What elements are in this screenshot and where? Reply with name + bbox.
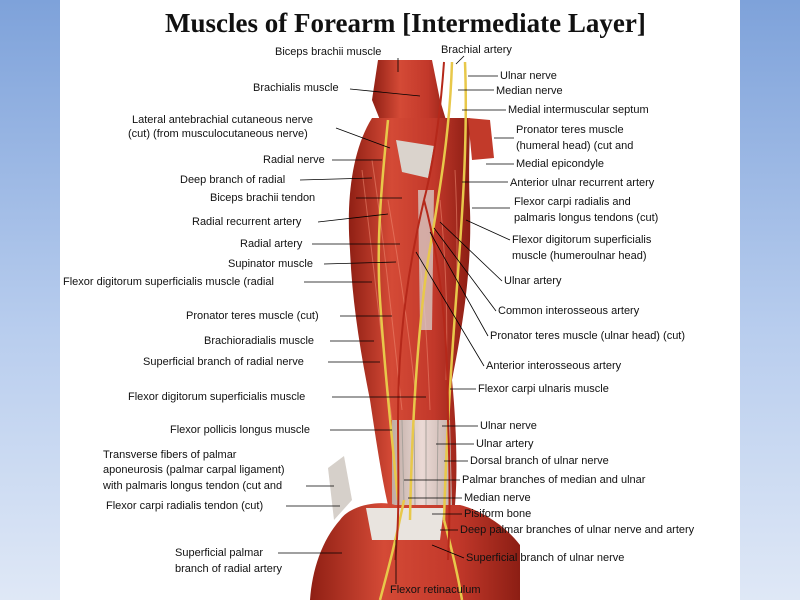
- label-fds-radial: Flexor digitorum superficialis muscle (r…: [63, 276, 274, 288]
- label-fcr-pl-tendons-line2: palmaris longus tendons (cut): [514, 212, 659, 224]
- label-superficial-branch-ulnar: Superficial branch of ulnar nerve: [466, 552, 625, 564]
- label-brachial-artery: Brachial artery: [441, 44, 512, 56]
- elbow-tendon: [396, 140, 434, 178]
- label-biceps-brachii-muscle: Biceps brachii muscle: [275, 46, 382, 58]
- label-transverse-fibers-line3: with palmaris longus tendon (cut and: [103, 480, 283, 492]
- wrist-tendons: [392, 420, 452, 505]
- label-ulnar-artery-mid: Ulnar artery: [504, 275, 562, 287]
- label-transverse-fibers-line2: aponeurosis (palmar carpal ligament): [103, 464, 285, 476]
- palmar-carpal-ligament: [328, 456, 352, 520]
- label-brachialis-muscle: Brachialis muscle: [253, 82, 339, 94]
- label-radial-nerve: Radial nerve: [263, 154, 325, 166]
- label-fds-humeroulnar-line2: muscle (humeroulnar head): [512, 250, 647, 262]
- label-pronator-teres-ulnar: Pronator teres muscle (ulnar head) (cut): [490, 330, 686, 342]
- label-medial-intermuscular-septum: Medial intermuscular septum: [508, 104, 649, 116]
- label-median-nerve-top: Median nerve: [496, 85, 563, 97]
- label-common-interosseous: Common interosseous artery: [498, 305, 640, 317]
- label-deep-palmar-branches: Deep palmar branches of ulnar nerve and …: [460, 524, 695, 536]
- label-radial-recurrent-artery: Radial recurrent artery: [192, 216, 302, 228]
- nerves: [377, 61, 468, 600]
- label-brachioradialis: Brachioradialis muscle: [204, 335, 315, 347]
- label-flexor-retinaculum: Flexor retinaculum: [390, 584, 481, 596]
- label-fds-humeroulnar-line1: Flexor digitorum superficialis: [512, 234, 652, 246]
- label-biceps-brachii-tendon: Biceps brachii tendon: [210, 192, 316, 204]
- label-pisiform-bone: Pisiform bone: [464, 508, 532, 520]
- label-medial-epicondyle: Medial epicondyle: [516, 158, 605, 170]
- label-ulnar-artery-low: Ulnar artery: [476, 438, 534, 450]
- label-fpl-muscle: Flexor pollicis longus muscle: [170, 424, 310, 436]
- flexor-retinaculum: [366, 508, 444, 540]
- pronator-teres-humeral: [468, 118, 494, 160]
- label-fds-muscle: Flexor digitorum superficialis muscle: [128, 391, 306, 403]
- label-superficial-branch-radial: Superficial branch of radial nerve: [143, 356, 304, 368]
- label-superficial-palmar-line1: Superficial palmar: [175, 547, 264, 559]
- label-lateral-antebrachial-line1: Lateral antebrachial cutaneous nerve: [132, 114, 314, 126]
- label-transverse-fibers-line1: Transverse fibers of palmar: [103, 449, 237, 461]
- label-supinator-muscle: Supinator muscle: [228, 258, 313, 270]
- label-superficial-palmar-line2: branch of radial artery: [175, 563, 282, 575]
- label-fcr-pl-tendons-line1: Flexor carpi radialis and: [514, 196, 631, 208]
- diagram-title: Muscles of Forearm [Intermediate Layer]: [165, 8, 646, 38]
- arteries: [394, 61, 451, 561]
- label-ulnar-nerve-top: Ulnar nerve: [500, 70, 557, 82]
- tendon-lines: [401, 419, 439, 506]
- label-fcu-muscle: Flexor carpi ulnaris muscle: [478, 383, 609, 395]
- label-palmar-branches: Palmar branches of median and ulnar: [462, 474, 646, 486]
- label-pronator-teres-cut: Pronator teres muscle (cut): [186, 310, 319, 322]
- label-pronator-teres-humeral-line2: (humeral head) (cut and: [516, 140, 634, 152]
- label-pronator-teres-humeral-line1: Pronator teres muscle: [516, 124, 624, 136]
- label-lateral-antebrachial-line2: (cut) (from musculocutaneous nerve): [128, 128, 308, 140]
- label-median-nerve-low: Median nerve: [464, 492, 531, 504]
- hand: [310, 503, 520, 600]
- label-dorsal-branch-ulnar: Dorsal branch of ulnar nerve: [470, 455, 609, 467]
- label-deep-branch-radial: Deep branch of radial: [180, 174, 286, 186]
- label-radial-artery: Radial artery: [240, 238, 303, 250]
- label-anterior-ulnar-recurrent: Anterior ulnar recurrent artery: [510, 177, 655, 189]
- label-anterior-interosseous: Anterior interosseous artery: [486, 360, 622, 372]
- label-ulnar-nerve-low: Ulnar nerve: [480, 420, 537, 432]
- label-fcr-tendon-cut: Flexor carpi radialis tendon (cut): [106, 500, 264, 512]
- leader-lines: [278, 55, 514, 584]
